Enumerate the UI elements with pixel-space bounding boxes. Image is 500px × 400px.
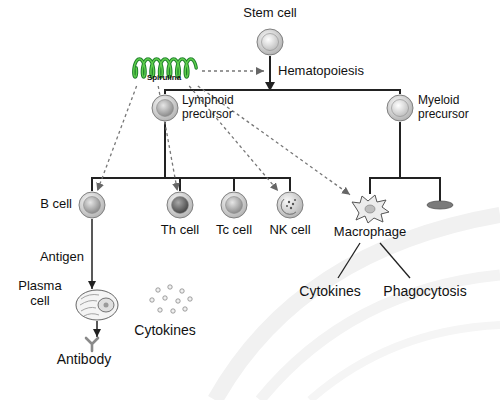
output-line	[380, 243, 410, 278]
cell-shape	[256, 28, 284, 56]
branch-line	[92, 122, 165, 191]
myeloid-precursor: Myeloid precursor	[386, 94, 414, 122]
background-swoosh	[215, 215, 500, 400]
branch-line	[370, 122, 400, 194]
annotation-label: Phagocytosis	[368, 283, 482, 299]
th-cell: Th cell	[166, 191, 194, 219]
branch-line	[270, 56, 400, 94]
annotation-label: Cytokines	[280, 283, 380, 299]
cell-shape	[276, 191, 304, 219]
nk-cell: NK cell	[276, 191, 304, 219]
node-label: NK cell	[260, 223, 320, 238]
b-cell: B cell	[78, 191, 106, 219]
node-label: Stem cell	[226, 6, 314, 21]
node-label: Lymphoid precursor	[182, 94, 242, 122]
node-label: Th cell	[150, 223, 210, 238]
macrophage-cell: Macrophage	[350, 194, 390, 224]
cytokine-dots	[150, 285, 192, 313]
branch-line	[400, 178, 440, 201]
dashed-arrow	[202, 70, 264, 71]
branch-line	[165, 122, 180, 191]
cell-shape	[78, 191, 106, 219]
node-label: Antibody	[34, 351, 134, 367]
node-label: B cell	[24, 197, 72, 212]
background-swoosh	[310, 325, 500, 400]
cell-shape	[350, 194, 390, 224]
node-label: Macrophage	[330, 225, 410, 240]
cell-shape	[84, 337, 100, 351]
annotation-label: Hematopoiesis	[278, 64, 373, 79]
edge-label: Antigen	[24, 250, 84, 265]
spirulina-organism: Spirulina	[128, 56, 200, 86]
output-line	[338, 243, 360, 278]
node-label: Tc cell	[204, 223, 264, 238]
cell-shape	[386, 94, 414, 122]
stem-cell: Stem cell	[256, 28, 284, 56]
cell-shape	[220, 191, 248, 219]
plasma-cell: Plasma cell	[75, 289, 119, 321]
platelet-cell	[427, 201, 453, 209]
lymphoid-precursor: Lymphoid precursor	[151, 94, 179, 122]
tc-cell: Tc cell	[220, 191, 248, 219]
cell-shape	[151, 94, 179, 122]
process-arrow	[91, 219, 93, 289]
branch-line	[165, 122, 290, 191]
dashed-arrow	[97, 86, 136, 191]
node-label: Spirulina	[128, 73, 200, 82]
antibody-symbol: Antibody	[84, 337, 100, 351]
node-label: Plasma cell	[18, 279, 62, 309]
annotation-label: Cytokines	[115, 322, 215, 338]
node-label: Myeloid precursor	[418, 94, 480, 122]
cell-shape	[166, 191, 194, 219]
process-arrow	[96, 321, 98, 337]
background-swoosh	[260, 275, 500, 400]
cell-shape	[75, 289, 119, 321]
